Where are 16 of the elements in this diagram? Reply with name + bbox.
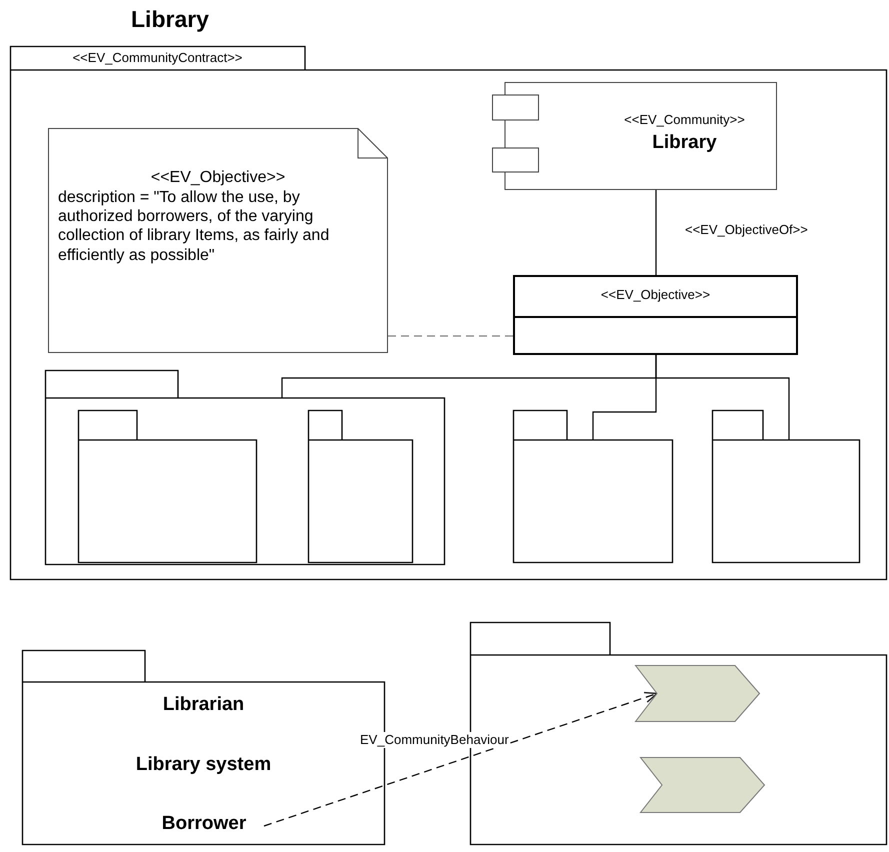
stereotype-label: <<EV_Community>> [623, 112, 746, 128]
dashed-connector [264, 692, 658, 827]
edge-label: <<EV_ObjectiveOf>> [685, 222, 808, 238]
stereotype-label: <<EV_CommunityContract>> [72, 50, 244, 66]
actor-label: Library system [134, 754, 272, 777]
edge-label: EV_CommunityBehaviour [360, 732, 509, 748]
stereotype-label: <<EV_Objective>> [600, 287, 712, 303]
stereotype-label: <<EV_Objective>> [150, 168, 286, 188]
actor-label: Librarian [162, 694, 246, 717]
note-text: description = "To allow the use, by authorized borrowers, of the varying collection of library Items, as fairly and efficiently as possible" [58, 188, 330, 265]
dashed-connector [388, 335, 513, 337]
package-title: Library [130, 6, 210, 34]
connector-line [655, 190, 657, 275]
component-name: Library [651, 132, 718, 155]
connector-line [655, 355, 790, 440]
actor-label: Borrower [160, 813, 248, 836]
